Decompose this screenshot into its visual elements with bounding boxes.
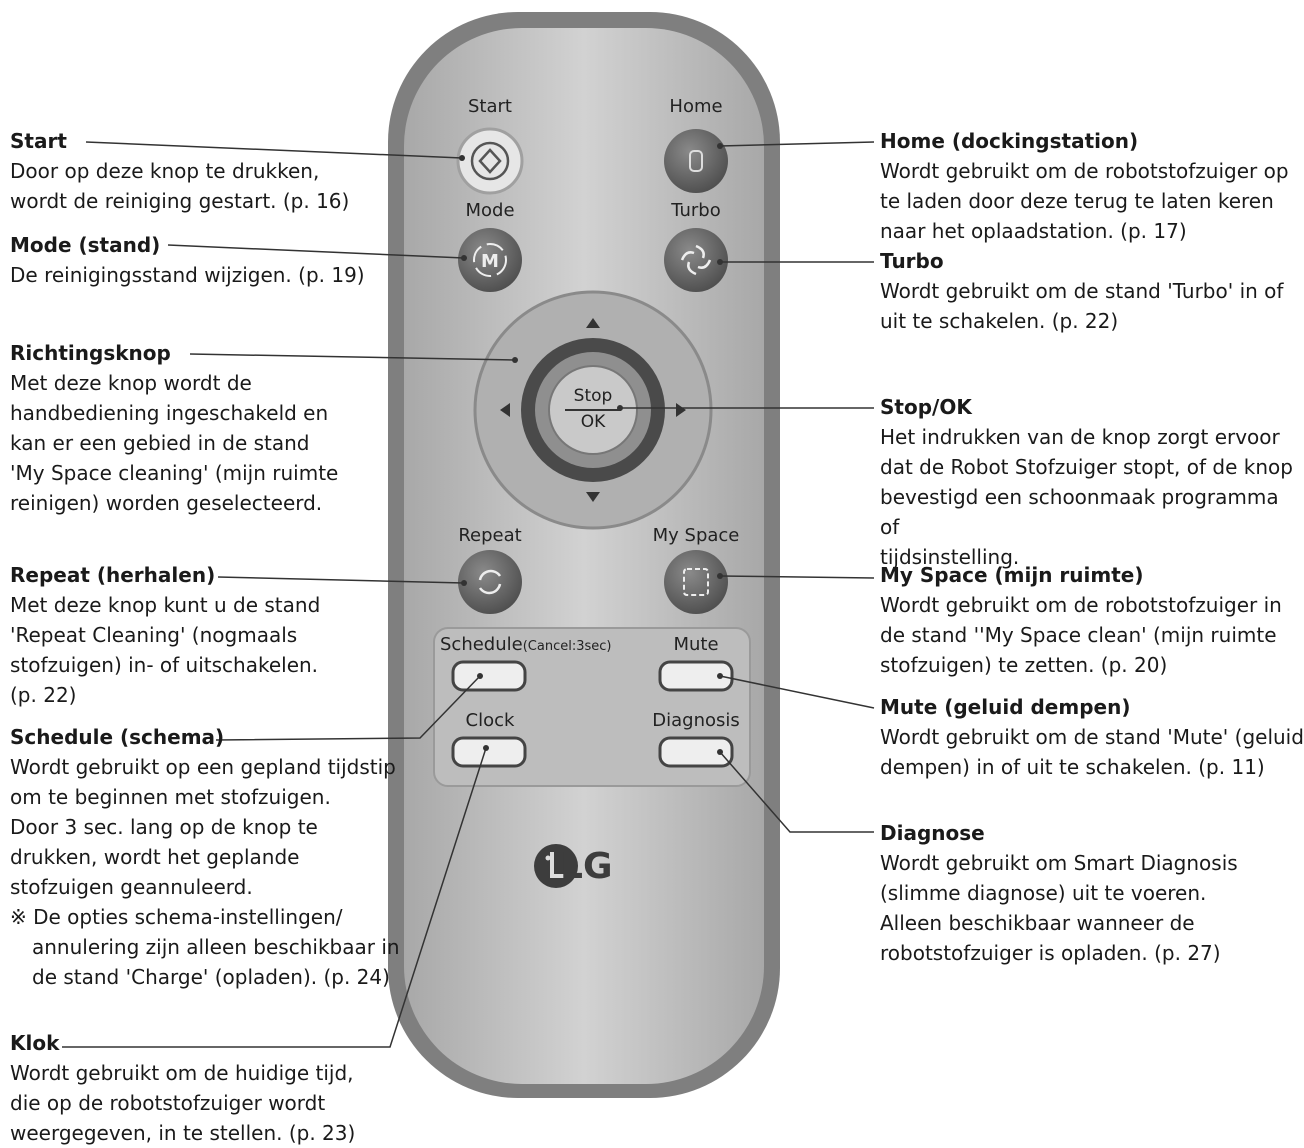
callout-title: My Space (mijn ruimte) — [880, 563, 1144, 587]
repeat-button-label: Repeat — [458, 525, 522, 546]
callout-desc: Met deze knop kunt u de stand 'Repeat Cl… — [10, 593, 321, 707]
repeat-icon — [478, 569, 502, 595]
callout-desc: Wordt gebruikt om de huidige tijd, die o… — [10, 1061, 356, 1145]
callout-clock: Klok Wordt gebruikt om de huidige tijd, … — [10, 1028, 390, 1148]
stop-label: Stop — [573, 386, 613, 406]
callout-home: Home (dockingstation) Wordt gebruikt om … — [880, 126, 1300, 246]
home-icon — [689, 150, 703, 172]
callout-diagnose: Diagnose Wordt gebruikt om Smart Diagnos… — [880, 818, 1300, 968]
callout-start: Start Door op deze knop te drukken, word… — [10, 126, 390, 216]
callout-title: Klok — [10, 1031, 60, 1055]
turbo-icon — [680, 244, 712, 276]
callout-title: Richtingsknop — [10, 341, 171, 365]
callout-title: Mute (geluid dempen) — [880, 695, 1131, 719]
callout-title: Diagnose — [880, 821, 985, 845]
lg-logo-icon — [534, 844, 578, 888]
callout-desc: Het indrukken van de knop zorgt ervoor d… — [880, 425, 1293, 569]
mode-button[interactable] — [458, 228, 522, 292]
home-button[interactable] — [664, 129, 728, 193]
callout-desc: Wordt gebruikt om de robotstofzuiger op … — [880, 159, 1289, 243]
home-button-label: Home — [669, 96, 723, 117]
callout-title: Schedule (schema) — [10, 725, 225, 749]
callout-title: Repeat (herhalen) — [10, 563, 216, 587]
callout-desc: Wordt gebruikt om Smart Diagnosis (slimm… — [880, 851, 1238, 965]
callout-direction: Richtingsknop Met deze knop wordt de han… — [10, 338, 390, 518]
callout-title: Home (dockingstation) — [880, 129, 1139, 153]
diagnosis-button[interactable] — [658, 736, 734, 768]
mode-button-label: Mode — [465, 200, 515, 221]
callout-desc: Wordt gebruikt om de robotstofzuiger in … — [880, 593, 1282, 677]
schedule-button[interactable] — [451, 660, 527, 692]
arrow-down-icon[interactable] — [586, 492, 600, 502]
mute-button[interactable] — [658, 660, 734, 692]
arrow-left-icon[interactable] — [500, 403, 510, 417]
myspace-button-label: My Space — [652, 525, 740, 546]
callout-repeat: Repeat (herhalen) Met deze knop kunt u d… — [10, 560, 390, 710]
myspace-icon — [683, 568, 709, 596]
clock-button-label: Clock — [465, 710, 515, 731]
turbo-button-label: Turbo — [671, 200, 721, 221]
start-icon — [478, 148, 502, 174]
myspace-button[interactable] — [664, 550, 728, 614]
callout-desc: Wordt gebruikt op een gepland tijdstip o… — [10, 755, 396, 899]
callout-myspace: My Space (mijn ruimte) Wordt gebruikt om… — [880, 560, 1300, 680]
callout-desc: Door op deze knop te drukken, wordt de r… — [10, 159, 350, 213]
callout-mode: Mode (stand) De reinigingsstand wijzigen… — [10, 230, 390, 290]
callout-mute: Mute (geluid dempen) Wordt gebruikt om d… — [880, 692, 1304, 782]
schedule-button-label: Schedule(Cancel:3sec) — [440, 634, 640, 655]
leader-lines — [62, 141, 875, 1048]
remote-face — [404, 28, 764, 1084]
callout-note: ※ De opties schema-instellingen/ annuler… — [10, 905, 400, 989]
callout-turbo: Turbo Wordt gebruikt om de stand 'Turbo'… — [880, 246, 1300, 336]
callout-desc: De reinigingsstand wijzigen. (p. 19) — [10, 263, 365, 287]
callout-title: Turbo — [880, 249, 944, 273]
callout-desc: Wordt gebruikt om de stand 'Mute' (gelui… — [880, 725, 1304, 779]
turbo-button[interactable] — [664, 228, 728, 292]
callout-desc: Wordt gebruikt om de stand 'Turbo' in of… — [880, 279, 1284, 333]
diagnosis-button-label: Diagnosis — [652, 710, 740, 731]
callout-title: Stop/OK — [880, 395, 972, 419]
schedule-cancel-note: (Cancel:3sec) — [522, 639, 612, 654]
arrow-up-icon[interactable] — [586, 318, 600, 328]
repeat-button[interactable] — [458, 550, 522, 614]
arrow-right-icon[interactable] — [676, 403, 686, 417]
callout-stopok: Stop/OK Het indrukken van de knop zorgt … — [880, 392, 1300, 572]
callout-title: Mode (stand) — [10, 233, 161, 257]
clock-button[interactable] — [451, 736, 527, 768]
mute-button-label: Mute — [673, 634, 719, 655]
schedule-label-text: Schedule — [440, 634, 523, 655]
ok-label: OK — [580, 412, 606, 432]
start-button-label: Start — [468, 96, 512, 117]
callout-title: Start — [10, 129, 67, 153]
lg-brand-text: LG — [560, 846, 613, 887]
callout-schedule: Schedule (schema) Wordt gebruikt op een … — [10, 722, 400, 992]
mode-icon: M — [481, 251, 499, 272]
callout-desc: Met deze knop wordt de handbediening ing… — [10, 371, 339, 515]
start-button[interactable] — [456, 127, 524, 195]
